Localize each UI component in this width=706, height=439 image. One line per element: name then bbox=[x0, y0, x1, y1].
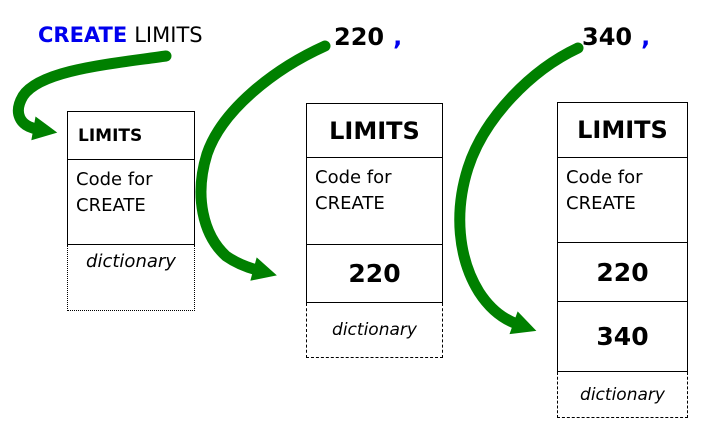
comma-word: , bbox=[641, 23, 651, 51]
dictionary-box-2: LIMITS Code for CREATE 220 dictionary bbox=[306, 103, 443, 358]
box3-name-field: LIMITS bbox=[557, 102, 688, 158]
box1-name-field: LIMITS bbox=[67, 111, 195, 160]
box1-dictionary-label: dictionary bbox=[67, 245, 195, 311]
box3-value-340: 340 bbox=[557, 302, 688, 372]
box2-name-field: LIMITS bbox=[306, 103, 443, 158]
create-keyword: CREATE bbox=[38, 23, 128, 47]
number-220: 220 bbox=[334, 23, 385, 51]
comma-word: , bbox=[393, 23, 403, 51]
number-340: 340 bbox=[582, 23, 633, 51]
limits-word: LIMITS bbox=[134, 23, 203, 47]
dictionary-box-3: LIMITS Code for CREATE 220 340 dictionar… bbox=[557, 102, 688, 418]
box3-value-220: 220 bbox=[557, 243, 688, 302]
box2-code-field: Code for CREATE bbox=[306, 158, 443, 245]
expression-340-comma: 340, bbox=[582, 25, 650, 49]
dictionary-box-1: LIMITS Code for CREATE dictionary bbox=[67, 111, 195, 311]
box2-value-220: 220 bbox=[306, 245, 443, 303]
box3-code-field: Code for CREATE bbox=[557, 158, 688, 243]
expression-220-comma: 220, bbox=[334, 25, 402, 49]
box1-code-field: Code for CREATE bbox=[67, 160, 195, 245]
box2-dictionary-label: dictionary bbox=[306, 303, 443, 358]
box3-dictionary-label: dictionary bbox=[557, 372, 688, 418]
